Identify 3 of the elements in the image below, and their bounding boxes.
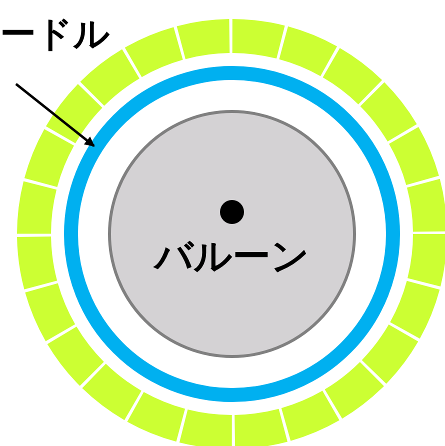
leader-line bbox=[15, 83, 95, 147]
balloon-label: バルーン bbox=[152, 233, 310, 280]
callout-label: ードル bbox=[0, 13, 110, 57]
